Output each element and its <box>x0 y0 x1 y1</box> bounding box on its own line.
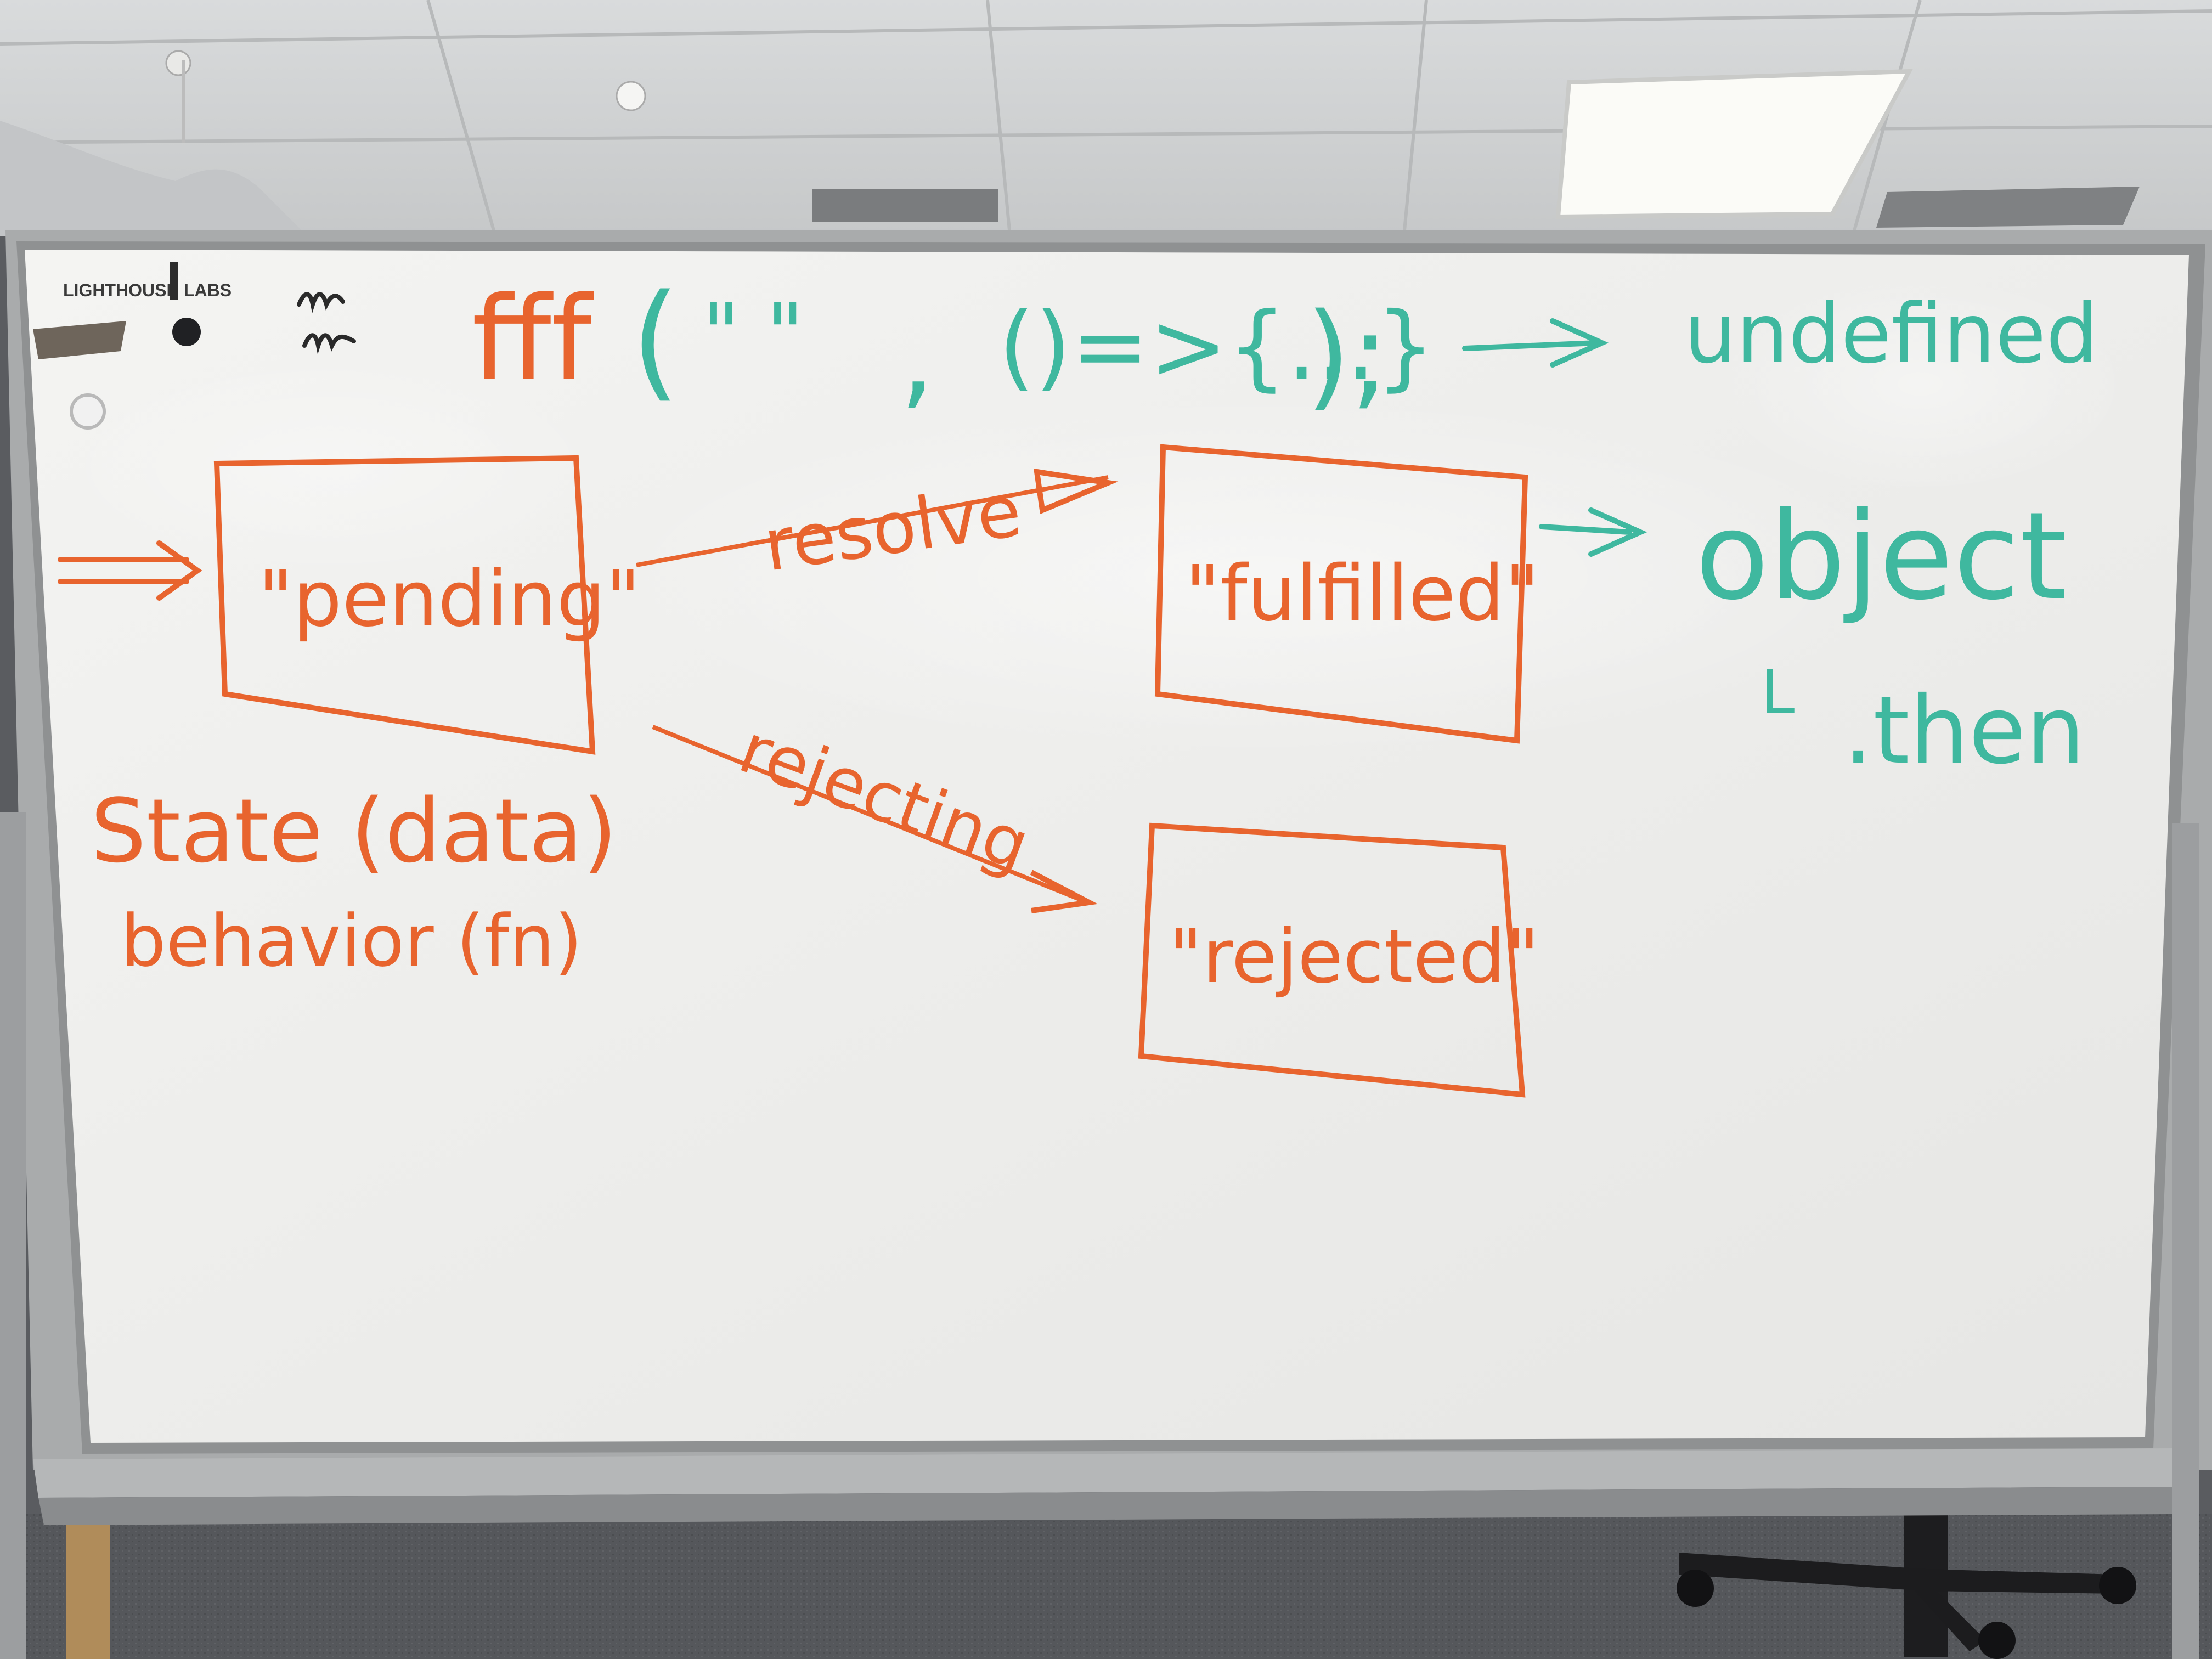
pending-box <box>213 455 596 755</box>
carpet-floor <box>0 1514 2212 1659</box>
resolve-arrowhead <box>1034 469 1119 515</box>
eraser <box>33 321 126 359</box>
corner-mark: L <box>1761 657 1795 727</box>
rejecting-arrow <box>652 725 1082 902</box>
code-close: ); <box>1306 288 1390 422</box>
fulfilled-box <box>1154 444 1528 744</box>
marker-tray <box>33 1448 2172 1498</box>
code-arrow <box>1462 318 1609 368</box>
rejecting-arrowhead <box>1030 870 1098 913</box>
brand-right: LABS <box>184 280 232 300</box>
code-open-paren: ( <box>631 268 680 414</box>
clear-magnet <box>70 393 106 430</box>
code-callback: ()=>{...} <box>998 292 1435 401</box>
code-comma: , <box>900 294 935 421</box>
state-note: State (data) <box>91 780 617 882</box>
notes: State (data) behavior (fn) <box>91 780 617 983</box>
ceiling <box>0 0 2212 236</box>
lighthouse-icon <box>170 262 178 300</box>
rejected-box <box>1138 822 1526 1098</box>
brand-left: LIGHTHOUSE <box>63 280 178 300</box>
wooden-table-edge <box>66 1514 110 1659</box>
ceiling-light <box>1555 69 1913 219</box>
left-stand-leg <box>0 812 26 1659</box>
pending-label: "pending" <box>258 555 641 644</box>
code-result: undefined <box>1684 286 2098 382</box>
object-label: object <box>1695 486 2067 627</box>
fulfilled-label: "fulfilled" <box>1185 549 1540 639</box>
behavior-note: behavior (fn) <box>121 899 583 983</box>
entry-arrow <box>58 540 202 601</box>
rejected-label: "rejected" <box>1169 913 1539 1000</box>
whiteboard <box>0 230 2212 1659</box>
then-label: .then <box>1843 676 2085 785</box>
code-fn: fff <box>472 272 594 406</box>
ceiling-vent <box>812 189 998 222</box>
code-string-arg: " " <box>702 286 804 382</box>
brand-logo: LIGHTHOUSE LABS <box>63 262 232 300</box>
black-scribbles <box>297 292 356 354</box>
resolve-arrow <box>636 475 1109 567</box>
code-line: fff ( " " , ()=>{...} ); undefined <box>472 268 2098 422</box>
black-magnet <box>172 318 201 346</box>
office-chair-base <box>1677 1492 2136 1659</box>
right-stand-leg <box>2172 823 2199 1659</box>
object-arrow <box>1539 507 1647 557</box>
